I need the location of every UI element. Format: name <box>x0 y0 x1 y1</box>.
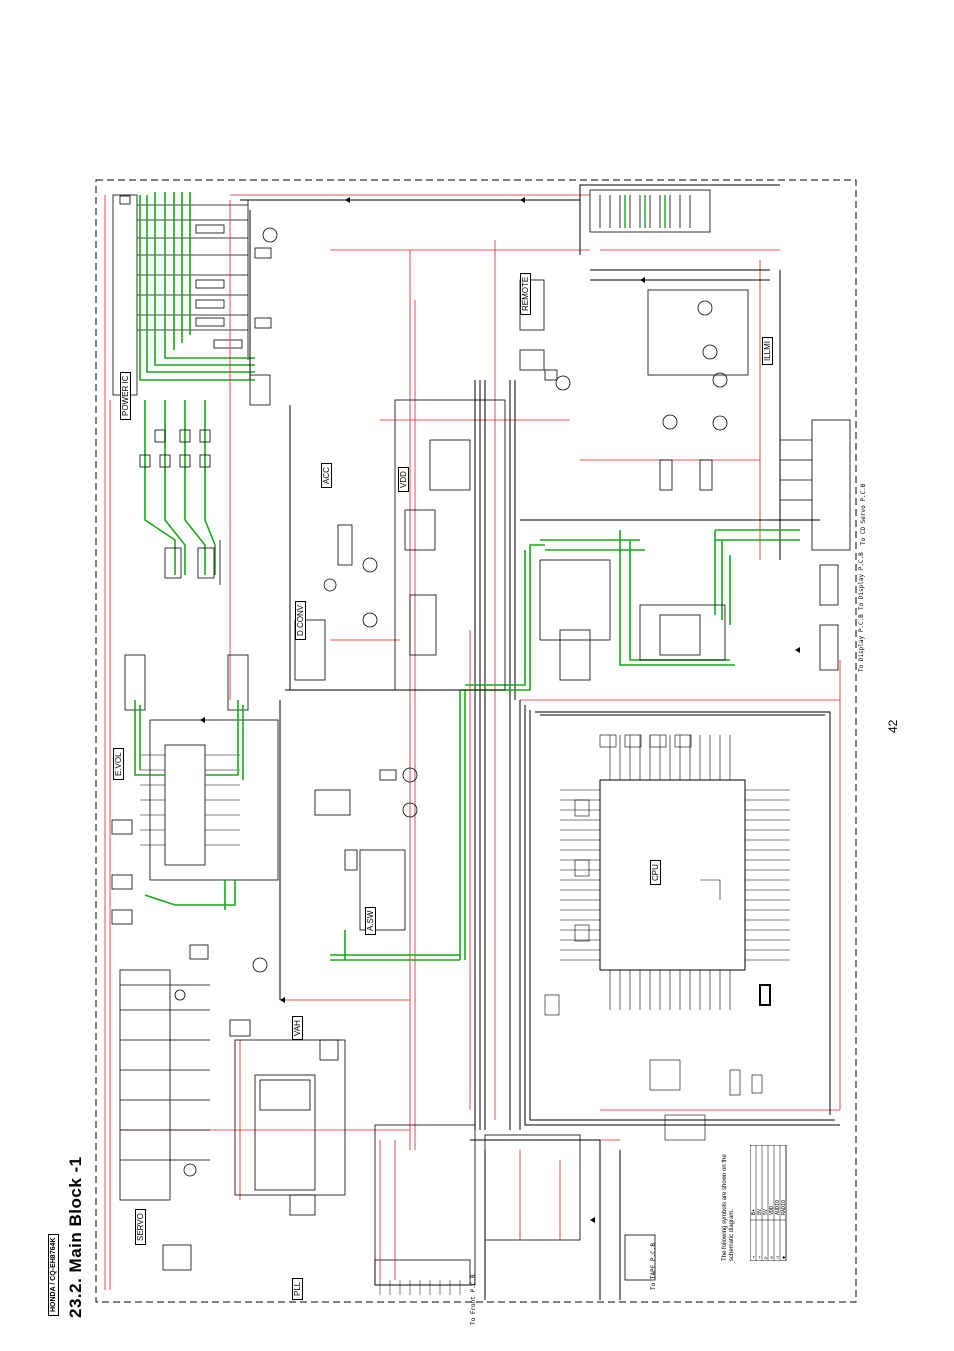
section-title: 23.2. Main Block -1 <box>66 1156 85 1318</box>
block-label-a-sw: A.SW <box>365 906 376 935</box>
middle-ics <box>294 399 506 691</box>
block-label-vdd: VDD <box>398 467 409 492</box>
power-ic-components <box>139 429 221 585</box>
connector-label-tape: To TAPE P.C.B <box>650 1243 657 1290</box>
legend-label-6: RADIO <box>781 1199 787 1215</box>
connector-label-display-2: To Display P.C.B <box>858 614 865 672</box>
cd-servo-connector <box>659 419 851 671</box>
block-label-pll: PLL <box>292 1277 303 1300</box>
block-label-cpu: CPU <box>650 860 661 885</box>
page-number: 42 <box>886 719 900 733</box>
legend-note: The following symbols are shown on the s… <box>722 1154 735 1261</box>
cd-servo-green <box>459 529 800 960</box>
legend-symbol-6: ◆ <box>781 1255 787 1259</box>
board-outline <box>95 179 857 1303</box>
model-label: HONDA / CQ-EH8764K <box>48 1233 59 1316</box>
legend-grid <box>750 1145 787 1261</box>
symbol-legend: The following symbols are shown on the s… <box>722 1145 788 1261</box>
block-label-servo: SERVO <box>135 1209 146 1245</box>
a-sw-area <box>314 767 418 931</box>
e-vol-green <box>134 700 460 961</box>
pll-vah-area <box>183 957 346 1216</box>
block-label-e-vol: E.VOL <box>113 748 124 780</box>
illumination-area <box>519 279 749 431</box>
bottom-connectors <box>374 1124 656 1295</box>
block-label-acc: ACC <box>321 463 332 488</box>
top-connector <box>589 189 711 233</box>
block-label-vah: VAH <box>292 1016 303 1040</box>
bus-lines <box>240 184 840 1300</box>
block-label-remote: REMOTE <box>520 272 531 315</box>
dconv-block <box>539 559 726 681</box>
connector-label-cd-servo: To CD Servo P.C.B <box>860 483 867 545</box>
servo-connector <box>120 944 210 1271</box>
connector-label-display-1: To Display P.C.B <box>858 552 865 610</box>
power-ic-area <box>112 194 278 406</box>
signal-arrows <box>200 197 800 1223</box>
power-ic-green-lines <box>139 192 255 575</box>
cpu-ic <box>544 734 790 1141</box>
block-label-ill: ILLMI <box>762 336 773 365</box>
connector-label-front: To Front P.C.B <box>470 1274 477 1325</box>
bottom-red <box>379 1140 561 1280</box>
block-label-power-ic: POWER IC <box>120 371 131 420</box>
block-label-dconv: D.CONV <box>295 600 306 640</box>
e-vol-area <box>111 654 279 1201</box>
